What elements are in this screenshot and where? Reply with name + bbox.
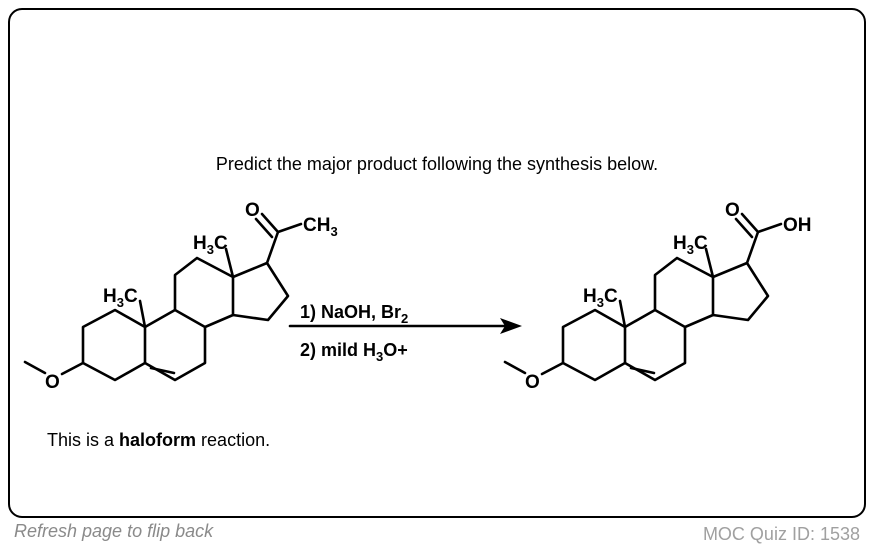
reaction-arrow: 1) NaOH, Br2 2) mild H3O+	[288, 302, 522, 364]
reagent-step-2: 2) mild H3O+	[300, 340, 408, 364]
h3c-label: H3C	[193, 233, 228, 257]
reagent-step-1: 1) NaOH, Br2	[300, 302, 408, 326]
hint-text: This is a haloform reaction.	[47, 430, 271, 450]
starting-material: O O CH3 H3C H3C	[23, 200, 338, 393]
h3c-label: H3C	[103, 286, 138, 310]
quiz-id: MOC Quiz ID: 1538	[702, 524, 860, 544]
atom-o: O	[45, 372, 60, 393]
oh-label: OH	[783, 215, 812, 236]
question-text: Predict the major product following the …	[215, 154, 659, 174]
ch3-label: CH3	[303, 215, 338, 239]
h3c-label: H3C	[673, 233, 708, 257]
flip-back-hint: Refresh page to flip back	[14, 521, 214, 541]
h3c-label: H3C	[583, 286, 618, 310]
atom-o: O	[525, 372, 540, 393]
product: O O OH H3C H3C	[503, 200, 812, 393]
atom-o: O	[725, 200, 740, 221]
atom-o: O	[245, 200, 260, 221]
quiz-card[interactable]	[8, 8, 866, 518]
